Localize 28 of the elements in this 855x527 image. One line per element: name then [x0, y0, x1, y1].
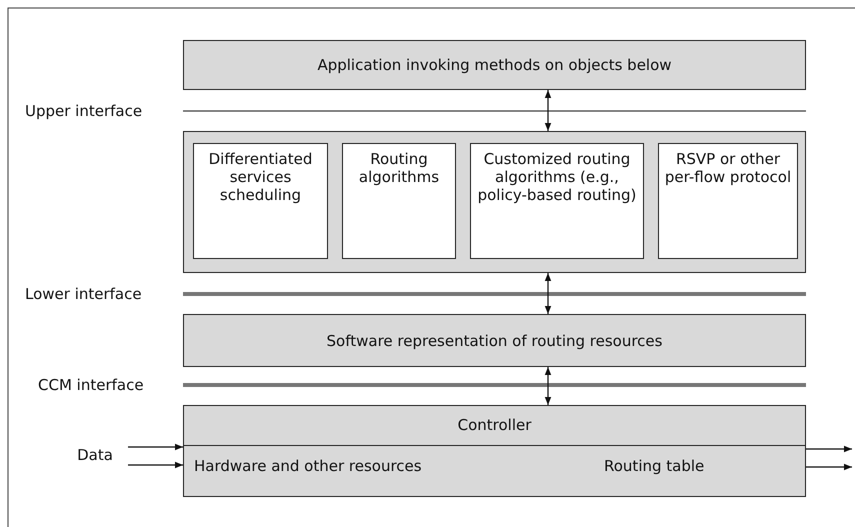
- module-box: [342, 143, 456, 259]
- box-label: RSVP or other per-flow protocol: [664, 150, 792, 186]
- box-label: Software representation of routing resources: [326, 332, 662, 350]
- layer-box: [183, 314, 806, 367]
- interface-label: Lower interface: [25, 285, 142, 303]
- interface-label: Upper interface: [25, 102, 142, 120]
- interface-label: CCM interface: [38, 376, 144, 394]
- box-label: Differentiated services scheduling: [208, 150, 314, 204]
- layer-box: [183, 405, 806, 497]
- arrow: [128, 444, 183, 450]
- layer-label: Hardware and other resources: [194, 457, 422, 475]
- box-label: Application invoking methods on objects below: [317, 56, 672, 74]
- arrow: [544, 367, 552, 405]
- arrow: [544, 90, 552, 131]
- data-label: Data: [70, 444, 120, 466]
- module-box: [658, 143, 798, 259]
- layer-label: Controller: [456, 416, 532, 434]
- arrow: [806, 446, 852, 452]
- arrow: [544, 273, 552, 314]
- box-label: Routing algorithms: [358, 150, 440, 186]
- arrow: [128, 462, 183, 468]
- box-label: Customized routing algorithms (e.g., policy-based routing): [476, 150, 638, 204]
- layer-panel: [183, 131, 806, 273]
- module-box: [470, 143, 644, 259]
- layer-label: Routing table: [604, 457, 704, 475]
- layer-box: [183, 40, 806, 90]
- arrow: [806, 464, 852, 470]
- module-box: [193, 143, 328, 259]
